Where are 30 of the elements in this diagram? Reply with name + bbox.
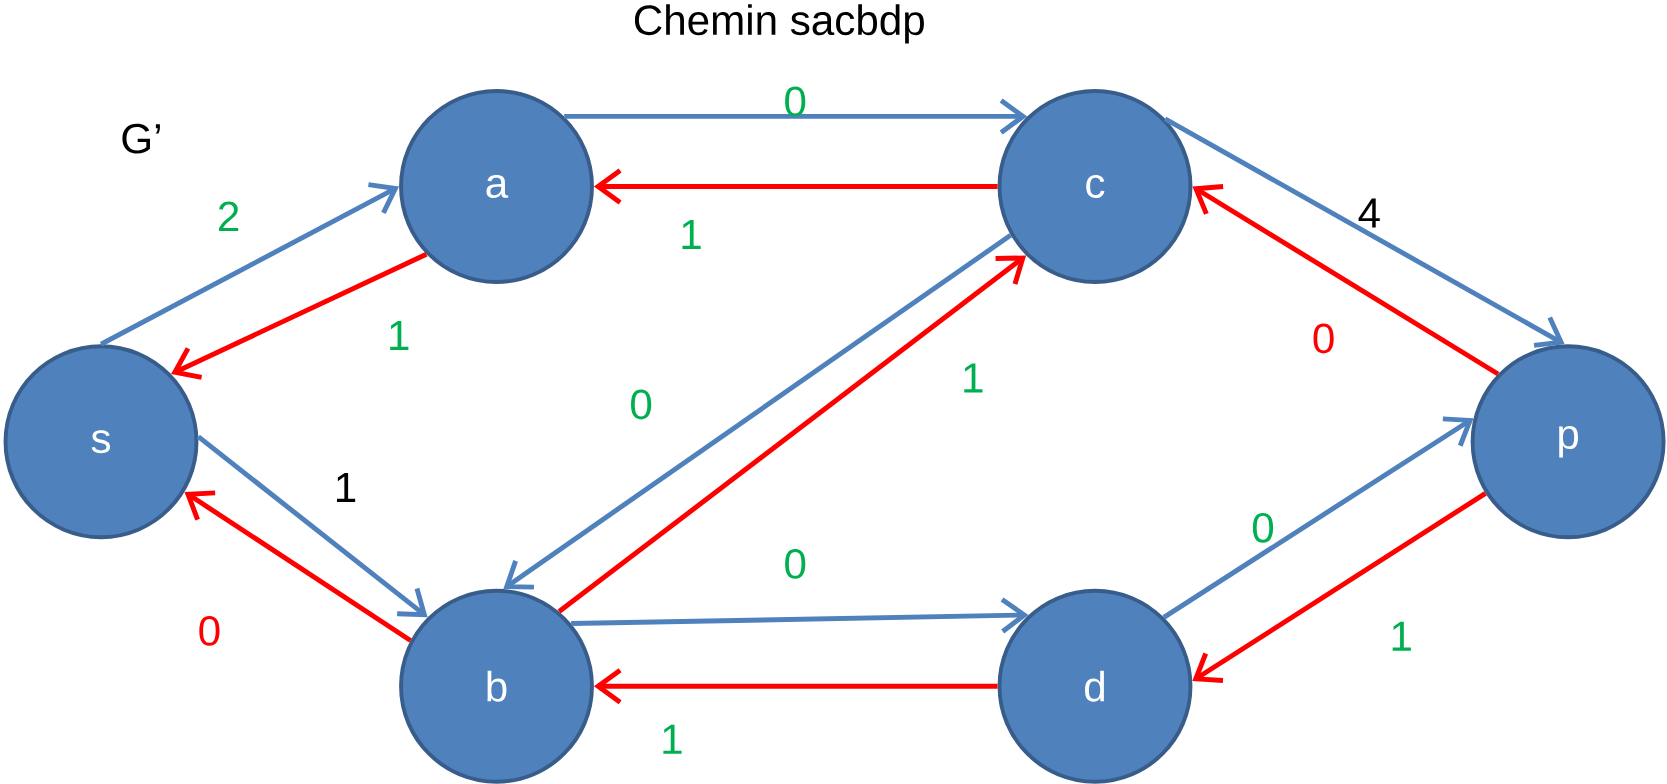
edge-label: 1 <box>336 472 356 502</box>
arrow <box>571 597 1029 634</box>
edge-label: 0 <box>785 549 806 579</box>
edge-label: 2 <box>218 201 239 232</box>
arrow <box>1192 491 1487 683</box>
edge-label: 1 <box>682 219 701 249</box>
edge-label: 4 <box>1358 198 1380 228</box>
arrow <box>593 168 998 205</box>
title: Chemin sacbdp <box>634 4 924 44</box>
edge-label: 1 <box>390 320 409 350</box>
edge-label: 0 <box>199 616 220 646</box>
arrow <box>99 182 400 347</box>
arrow <box>171 251 428 380</box>
edge-label: 1 <box>964 363 983 393</box>
graph-label: G’ <box>122 123 160 154</box>
edge-label: 0 <box>1252 512 1274 543</box>
arrow <box>184 490 412 643</box>
arrow <box>1163 116 1565 348</box>
arrow <box>196 434 428 618</box>
arrow <box>503 233 1012 590</box>
edge-label: 0 <box>631 389 652 420</box>
arrow <box>564 98 1028 135</box>
arrow <box>1192 184 1500 377</box>
edge-label: 1 <box>663 724 682 754</box>
arrow <box>1162 416 1474 620</box>
arrow <box>593 668 998 705</box>
edge-label: 1 <box>1392 621 1411 651</box>
arrow <box>557 255 1027 614</box>
edge-label: 0 <box>1313 323 1334 354</box>
edge-label: 0 <box>785 86 806 117</box>
